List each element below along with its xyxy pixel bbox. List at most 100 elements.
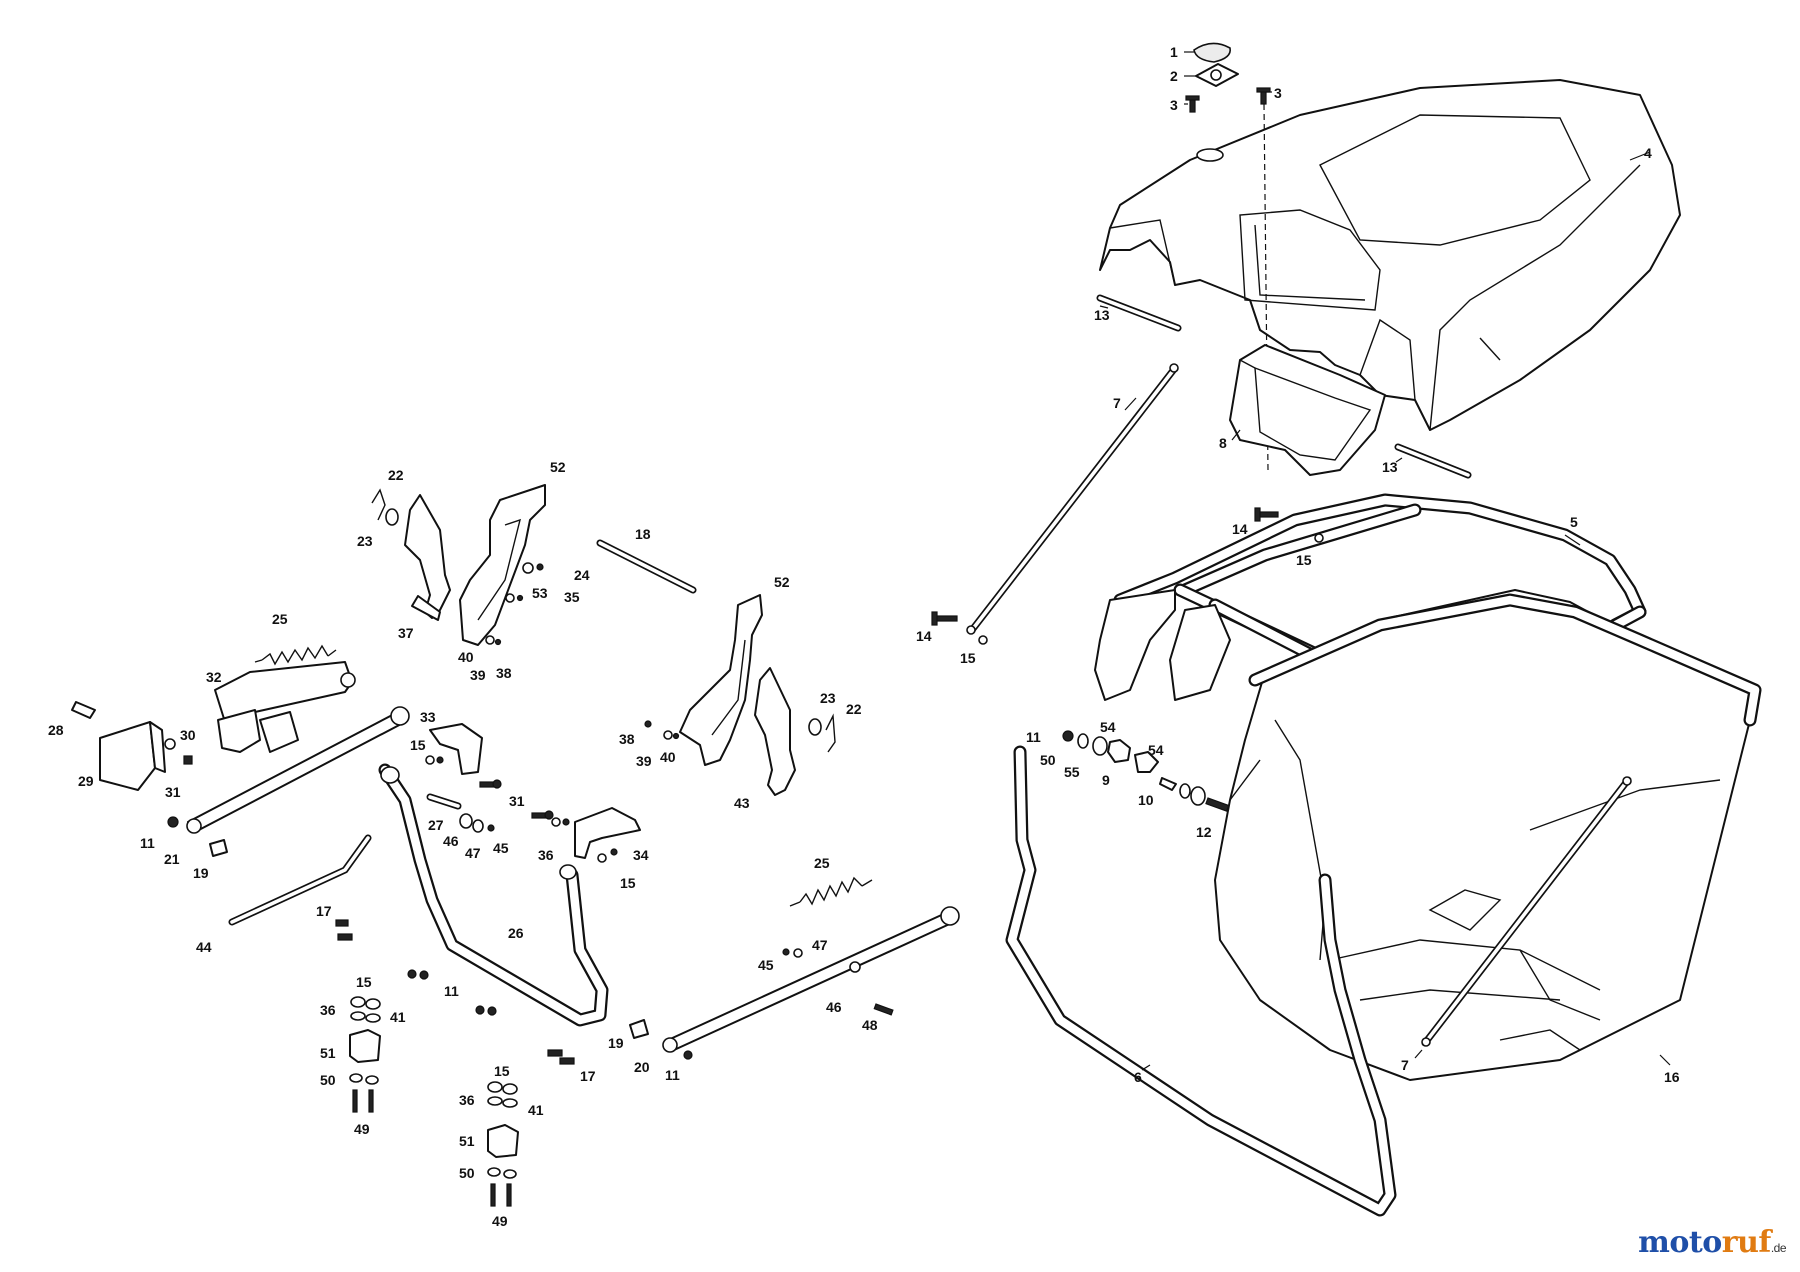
callout-37: 37 bbox=[398, 625, 414, 641]
callout-22: 22 bbox=[846, 701, 862, 717]
callout-6: 6 bbox=[1134, 1069, 1142, 1085]
callout-45: 45 bbox=[758, 957, 774, 973]
link-44-part bbox=[228, 834, 372, 926]
callout-4: 4 bbox=[1644, 145, 1652, 161]
hinge-hardware-part bbox=[1062, 730, 1230, 812]
rod-18-part bbox=[596, 539, 697, 594]
callout-31: 31 bbox=[165, 784, 181, 800]
hood-cover-part bbox=[1099, 79, 1681, 431]
callout-25: 25 bbox=[272, 611, 288, 627]
pin-27-part bbox=[426, 793, 495, 833]
grass-basket-part bbox=[1214, 589, 1762, 1081]
callout-36: 36 bbox=[459, 1092, 475, 1108]
callout-47: 47 bbox=[812, 937, 828, 953]
callout-7: 7 bbox=[1113, 395, 1121, 411]
callout-12: 12 bbox=[1196, 824, 1212, 840]
callout-35: 35 bbox=[564, 589, 580, 605]
bracket-52-left-part bbox=[459, 484, 546, 646]
hook-lever-left-part bbox=[404, 494, 451, 621]
callout-25: 25 bbox=[814, 855, 830, 871]
callout-50: 50 bbox=[320, 1072, 336, 1088]
callout-15: 15 bbox=[1296, 552, 1312, 568]
callout-20: 20 bbox=[634, 1059, 650, 1075]
brand-watermark: motoruf.de bbox=[1638, 1225, 1786, 1260]
callout-49: 49 bbox=[492, 1213, 508, 1229]
bolt-17b-part bbox=[547, 1049, 575, 1065]
callout-15: 15 bbox=[620, 875, 636, 891]
callout-55: 55 bbox=[1064, 764, 1080, 780]
callout-44: 44 bbox=[196, 939, 212, 955]
nuts-11b-part bbox=[407, 969, 497, 1016]
block-stack-b-part bbox=[487, 1081, 519, 1207]
hardware-45-47b bbox=[782, 948, 894, 1016]
callout-41: 41 bbox=[390, 1009, 406, 1025]
callout-31: 31 bbox=[509, 793, 525, 809]
screw-part bbox=[1185, 87, 1271, 113]
callout-17: 17 bbox=[580, 1068, 596, 1084]
callout-50: 50 bbox=[459, 1165, 475, 1181]
lift-frame-26-part bbox=[378, 763, 609, 1027]
watermark-part-2: ruf bbox=[1721, 1225, 1772, 1260]
spring-25a-part bbox=[254, 644, 337, 666]
callout-29: 29 bbox=[78, 773, 94, 789]
watermark-suffix: .de bbox=[1770, 1241, 1787, 1255]
callout-50: 50 bbox=[1040, 752, 1056, 768]
callout-5: 5 bbox=[1570, 514, 1578, 530]
callout-51: 51 bbox=[320, 1045, 336, 1061]
rod-7-part bbox=[966, 363, 1179, 635]
callout-15: 15 bbox=[960, 650, 976, 666]
nut-15b-part bbox=[1314, 533, 1324, 543]
pin-14b-part bbox=[1254, 507, 1279, 522]
bracket-33-part bbox=[425, 723, 483, 775]
callout-24: 24 bbox=[574, 567, 590, 583]
handle-frame-part bbox=[1005, 745, 1397, 1217]
callout-2: 2 bbox=[1170, 68, 1178, 84]
callout-13: 13 bbox=[1382, 459, 1398, 475]
callout-26: 26 bbox=[508, 925, 524, 941]
callout-39: 39 bbox=[470, 667, 486, 683]
small-hardware-right bbox=[644, 720, 680, 740]
callout-1: 1 bbox=[1170, 44, 1178, 60]
callout-15: 15 bbox=[356, 974, 372, 990]
link-arm-20-part bbox=[629, 906, 960, 1060]
callout-38: 38 bbox=[496, 665, 512, 681]
callout-36: 36 bbox=[538, 847, 554, 863]
callout-9: 9 bbox=[1102, 772, 1110, 788]
callout-11: 11 bbox=[444, 983, 459, 999]
callout-30: 30 bbox=[180, 727, 196, 743]
callout-3: 3 bbox=[1274, 85, 1282, 101]
callout-40: 40 bbox=[458, 649, 474, 665]
callout-52: 52 bbox=[774, 574, 790, 590]
callout-46: 46 bbox=[443, 833, 459, 849]
bracket-52-right-part bbox=[679, 594, 763, 766]
bracket-34-part bbox=[574, 807, 641, 863]
nut-15-part bbox=[978, 635, 988, 645]
callout-28: 28 bbox=[48, 722, 64, 738]
callout-48: 48 bbox=[862, 1017, 878, 1033]
callout-3: 3 bbox=[1170, 97, 1178, 113]
callout-21: 21 bbox=[164, 851, 180, 867]
callout-7: 7 bbox=[1401, 1057, 1409, 1073]
cap-part bbox=[1193, 42, 1239, 87]
callout-41: 41 bbox=[528, 1102, 544, 1118]
callout-47: 47 bbox=[465, 845, 481, 861]
link-arm-21-part bbox=[167, 706, 410, 857]
tray-part bbox=[1229, 344, 1386, 476]
callout-45: 45 bbox=[493, 840, 509, 856]
callout-39: 39 bbox=[636, 753, 652, 769]
callout-49: 49 bbox=[354, 1121, 370, 1137]
callout-38: 38 bbox=[619, 731, 635, 747]
hook-lever-right-part bbox=[754, 667, 796, 796]
block-stack-a-part bbox=[349, 996, 381, 1113]
callout-40: 40 bbox=[660, 749, 676, 765]
callout-23: 23 bbox=[357, 533, 373, 549]
watermark-part-1: moto bbox=[1638, 1225, 1722, 1260]
callout-23: 23 bbox=[820, 690, 836, 706]
callout-16: 16 bbox=[1664, 1069, 1680, 1085]
mount-part bbox=[71, 701, 193, 791]
callout-27: 27 bbox=[428, 817, 444, 833]
spring-25b-part bbox=[789, 876, 873, 907]
clip-pin-22b-part bbox=[808, 713, 836, 753]
bar-13-part bbox=[1096, 294, 1472, 479]
callout-54: 54 bbox=[1100, 719, 1116, 735]
